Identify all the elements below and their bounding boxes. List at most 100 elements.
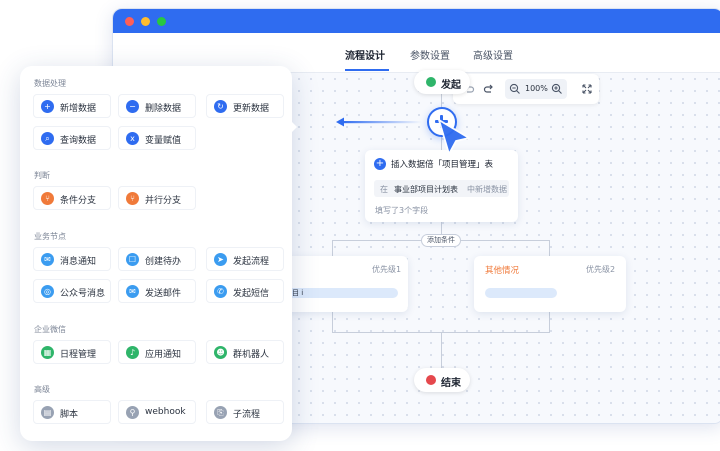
message-icon: ✉ [41,253,54,266]
palette-item-label: 发起短信 [233,289,270,299]
script-icon: ▤ [41,406,54,419]
end-node-label: 结束 [441,378,461,389]
palette-item-label: 子流程 [233,410,261,420]
card-target-box: 在 事业部项目计划表 中新增数据 [374,180,509,197]
redo-icon[interactable] [483,83,495,95]
palette-item-search[interactable]: ⌕查询数据 [33,126,111,150]
card-target-prefix: 在 [380,185,388,194]
palette-item-label: 应用通知 [145,350,182,360]
drag-arrow [336,117,422,127]
palette-item-label: 群机器人 [233,350,270,360]
cursor-icon [438,119,470,155]
palette-item-todo[interactable]: ☐创建待办 [118,247,196,271]
palette-item-sms[interactable]: ✆ 发起短信 [206,279,284,303]
palette-item-label: 发起流程 [233,257,270,267]
subflow-icon: ⎘ [214,406,227,419]
branch-left-priority: 优先级1 [372,265,402,274]
end-node[interactable]: 结束 [414,368,470,392]
card-footer: 填写了3个字段 [375,206,429,215]
add-icon: + [374,158,386,170]
palette-item-calendar[interactable]: ▦ 日程管理 [33,340,111,364]
palette-item-add[interactable]: + 新增数据 [33,94,111,118]
palette-item-variable[interactable]: x 变量赋值 [118,126,196,150]
palette-item-label: 脚本 [60,410,79,420]
palette-section-title: 业务节点 [34,232,66,241]
maximize-window-button[interactable] [157,17,166,26]
branch-right-condition [485,288,557,298]
card-target-name: 事业部项目计划表 [394,185,458,194]
start-node[interactable]: 发起 [414,70,470,94]
palette-item-bell[interactable]: ♪ 应用通知 [118,340,196,364]
card-target-suffix: 中新增数据 [467,185,507,194]
palette-item-refresh[interactable]: ↻ 更新数据 [206,94,284,118]
palette-item-label: 公众号消息 [60,289,106,299]
close-window-button[interactable] [125,17,134,26]
connector-line [332,312,333,332]
palette-item-parallel[interactable]: ⑂ 并行分支 [118,186,196,210]
title-bar [113,9,720,33]
branch-card-right[interactable]: 其他情况 优先级2 [474,256,626,312]
todo-icon: ☐ [126,253,139,266]
palette-section-title: 判断 [34,171,50,180]
connector-line [549,240,550,256]
zoom-in-icon[interactable] [551,83,563,95]
palette-item-label: 新增数据 [60,104,97,114]
minimize-window-button[interactable] [141,17,150,26]
add-icon: + [41,100,54,113]
connector-line [441,332,442,368]
node-palette: 数据处理 + 新增数据 −删除数据 ↻ 更新数据 ⌕查询数据 x 变量赋值判断 ⑂条件分支 ⑂ 并行分… [20,66,297,441]
palette-item-branch[interactable]: ⑂条件分支 [33,186,111,210]
palette-item-label: 日程管理 [60,350,97,360]
palette-item-message[interactable]: ✉消息通知 [33,247,111,271]
mail-icon: ✉ [126,285,139,298]
connector-line [332,240,333,256]
branch-right-title: 其他情况 [485,266,520,276]
connector-line [441,222,442,240]
webhook-icon: ⚲ [126,406,139,419]
play-icon [426,77,436,87]
canvas-toolbar: 100% [453,74,599,104]
palette-item-label: 更新数据 [233,104,270,114]
palette-item-label: 并行分支 [145,196,182,206]
palette-item-send[interactable]: ➤ 发起流程 [206,247,284,271]
refresh-icon: ↻ [214,100,227,113]
palette-item-mail[interactable]: ✉ 发送邮件 [118,279,196,303]
branch-left-condition-text: 目 i [292,289,304,297]
palette-item-label: 变量赋值 [145,136,182,146]
branch-right-priority: 优先级2 [586,265,616,274]
palette-item-script[interactable]: ▤ 脚本 [33,400,111,424]
palette-section-title: 企业微信 [34,325,66,334]
palette-item-webhook[interactable]: ⚲webhook [118,400,196,424]
palette-item-robot[interactable]: ☻群机器人 [206,340,284,364]
bell-icon: ♪ [126,346,139,359]
palette-item-official-account[interactable]: ◎ 公众号消息 [33,279,111,303]
palette-item-label: 查询数据 [60,136,97,146]
zoom-control: 100% [505,79,567,99]
card-title: 插入数据倍「项目管理」表 [391,160,494,170]
calendar-icon: ▦ [41,346,54,359]
branch-left-condition: 目 i [288,288,398,298]
sms-icon: ✆ [214,285,227,298]
variable-icon: x [126,132,139,145]
official-account-icon: ◎ [41,285,54,298]
parallel-icon: ⑂ [126,192,139,205]
active-tab-indicator [345,69,389,71]
palette-item-minus[interactable]: −删除数据 [118,94,196,118]
branch-card-left[interactable]: 优先级1 目 i [280,256,408,312]
palette-section-title: 数据处理 [34,79,66,88]
palette-item-subflow[interactable]: ⎘ 子流程 [206,400,284,424]
connector-line [549,312,550,332]
zoom-out-icon[interactable] [509,83,521,95]
palette-section-title: 高级 [34,385,50,394]
tab-flow-design[interactable]: 流程设计 [345,51,385,62]
panel-pointer [290,120,297,134]
tab-params[interactable]: 参数设置 [410,51,450,62]
insert-data-card[interactable]: + 插入数据倍「项目管理」表 在 事业部项目计划表 中新增数据 填写了3个字段 [365,150,518,222]
add-condition-button[interactable]: 添加条件 [421,234,461,247]
tab-advanced[interactable]: 高级设置 [473,51,513,62]
palette-item-label: 发送邮件 [145,289,182,299]
send-icon: ➤ [214,253,227,266]
zoom-level: 100% [525,84,548,93]
fullscreen-icon[interactable] [581,83,593,95]
